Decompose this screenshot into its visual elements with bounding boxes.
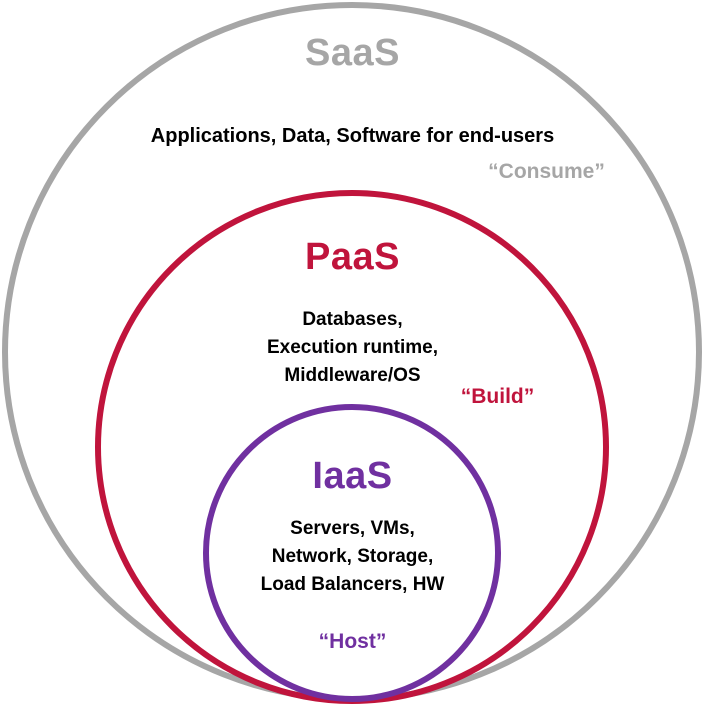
paas-description: Databases, Execution runtime, Middleware… (0, 306, 705, 390)
iaas-title: IaaS (312, 455, 393, 497)
iaas-tag: “Host” (318, 630, 387, 653)
paas-tag: “Build” (460, 385, 535, 408)
saas-description: Applications, Data, Software for end-use… (150, 125, 555, 147)
iaas-circle (203, 404, 501, 702)
paas-title: PaaS (305, 236, 400, 278)
paas-description-line: Databases, (302, 309, 403, 330)
paas-description-line: Execution runtime, (266, 337, 439, 358)
iaas-description: Servers, VMs, Network, Storage, Load Bal… (0, 515, 705, 599)
iaas-description-line: Servers, VMs, (290, 518, 415, 539)
iaas-description-line: Load Balancers, HW (260, 574, 445, 595)
saas-tag: “Consume” (488, 160, 605, 183)
saas-title: SaaS (305, 32, 400, 74)
paas-description-line: Middleware/OS (284, 365, 421, 386)
iaas-description-line: Network, Storage, (271, 546, 434, 567)
